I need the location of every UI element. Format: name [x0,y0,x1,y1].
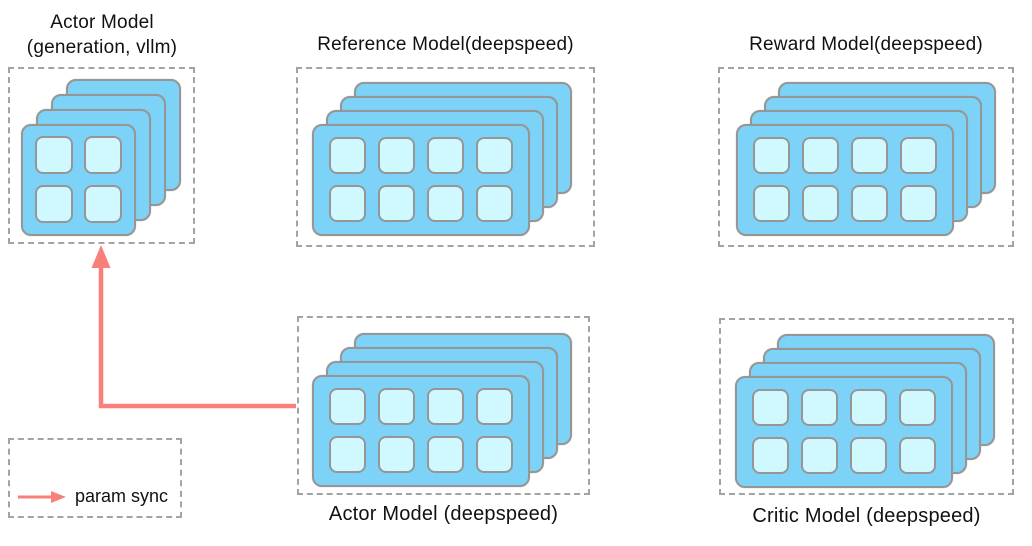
gpu-cell [476,388,513,425]
gpu-cell [900,137,937,174]
actor-deepspeed-box [297,316,590,495]
gpu-cell [427,137,464,174]
gpu-card [312,375,530,487]
legend-label: param sync [75,486,169,506]
gpu-cell [899,389,936,426]
gpu-cell [801,437,838,474]
gpu-cell [851,185,888,222]
gpu-cell [378,137,415,174]
actor-vllm-title-line1: Actor Model [50,12,154,33]
gpu-cell [752,389,789,426]
actor-vllm-title: Actor Model (generation, vllm) [0,10,204,60]
gpu-cell [378,436,415,473]
actor-vllm-title-line2: (generation, vllm) [26,37,178,58]
actor-vllm-box [8,67,195,244]
actor-deepspeed-label: Actor Model (deepspeed) [328,503,559,525]
gpu-cell [476,436,513,473]
gpu-cell [753,185,790,222]
gpu-cell [851,137,888,174]
gpu-cell [900,185,937,222]
gpu-cell [802,137,839,174]
param-sync-arrow-icon [18,490,66,503]
gpu-card [735,376,953,488]
reference-model-title: Reference Model(deepspeed) [317,34,574,55]
gpu-cell [427,436,464,473]
gpu-cell [35,136,73,174]
gpu-cell [427,185,464,222]
gpu-cell [476,185,513,222]
legend-row: param sync [16,486,168,507]
gpu-cell [899,437,936,474]
gpu-cell [476,137,513,174]
gpu-cell [378,388,415,425]
gpu-card [312,124,530,236]
critic-model-label: Critic Model (deepspeed) [752,505,981,527]
gpu-cell [752,437,789,474]
gpu-card [736,124,954,236]
gpu-cell [329,436,366,473]
gpu-cell [801,389,838,426]
gpu-cell [84,185,122,223]
gpu-cell [850,437,887,474]
gpu-cell [753,137,790,174]
gpu-cell [329,137,366,174]
gpu-card [21,124,136,236]
critic-model-box [719,318,1014,495]
gpu-cell [329,388,366,425]
legend-box: param sync [8,438,182,518]
gpu-cell [84,136,122,174]
gpu-cell [427,388,464,425]
gpu-cell [329,185,366,222]
reward-model-title: Reward Model(deepspeed) [749,34,983,55]
gpu-cell [378,185,415,222]
reward-model-box [718,67,1014,247]
gpu-cell [35,185,73,223]
gpu-cell [850,389,887,426]
reference-model-box [296,67,595,247]
gpu-cell [802,185,839,222]
